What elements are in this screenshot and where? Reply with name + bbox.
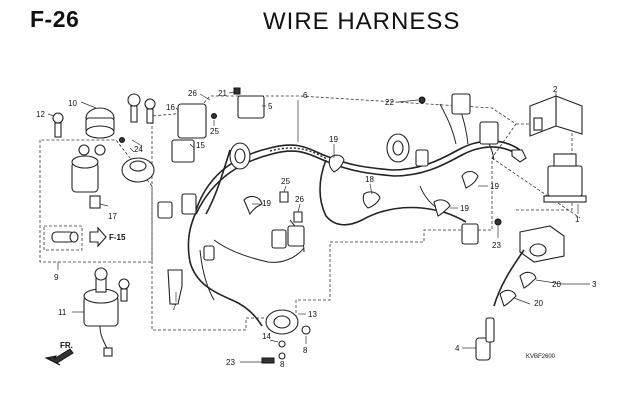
f15-referenced-part	[51, 231, 79, 243]
seat-lock-key-switch	[52, 93, 156, 139]
main-wire-harness	[187, 97, 521, 327]
front-direction-label: FR.	[60, 341, 73, 350]
callout-19-right: 19	[490, 182, 499, 191]
callout-19-left: 19	[262, 199, 271, 208]
callout-21: 21	[218, 89, 227, 98]
callout-13: 13	[308, 310, 317, 319]
switch-group-frame	[39, 139, 153, 263]
callout-16: 16	[166, 103, 175, 112]
regulator-rectifier	[543, 153, 587, 203]
starter-switch-assembly	[71, 137, 155, 209]
callout-24: 24	[134, 145, 143, 154]
ignition-coil	[493, 225, 565, 307]
relay-5	[237, 95, 265, 119]
harness-connectors	[157, 93, 527, 261]
callout-6: 6	[303, 91, 308, 100]
clamp-20-b	[499, 289, 517, 307]
drawing-code: KVBF2600	[526, 354, 556, 360]
callout-12: 12	[36, 110, 45, 119]
arrow-left-down-icon	[44, 348, 74, 366]
callout-5: 5	[268, 102, 273, 111]
callout-18: 18	[365, 175, 374, 184]
spark-plug-cap	[475, 317, 495, 361]
callout-3: 3	[592, 280, 597, 289]
bolt-21	[233, 87, 241, 95]
horn-assembly	[261, 309, 311, 364]
callout-7: 7	[172, 303, 177, 312]
f15-reference-label: F-15	[109, 233, 126, 242]
ignition-switch	[83, 267, 130, 357]
callout-19-lower: 19	[460, 204, 469, 213]
callout-22: 22	[385, 98, 394, 107]
callout-9: 9	[54, 273, 59, 282]
callout-1: 1	[575, 215, 580, 224]
callout-20-top: 20	[552, 280, 561, 289]
frame-link-line	[491, 157, 581, 219]
callout-4: 4	[455, 344, 460, 353]
callout-8-left: 8	[280, 360, 285, 369]
relay-16	[177, 103, 207, 139]
clamp-18	[362, 191, 381, 209]
callout-19-center: 19	[329, 135, 338, 144]
callout-25-mid: 25	[281, 177, 290, 186]
clamp-19-c	[461, 170, 479, 189]
callout-10: 10	[68, 99, 77, 108]
clamp-19-a	[243, 195, 263, 216]
callout-26-mid: 26	[295, 195, 304, 204]
cdi-unit	[529, 95, 583, 137]
bracket-7	[167, 269, 183, 305]
callout-14: 14	[262, 332, 271, 341]
callout-11: 11	[58, 308, 67, 317]
callout-25-top: 25	[210, 127, 219, 136]
figure-id: F-26	[30, 6, 80, 32]
leader-lines	[47, 91, 590, 363]
arrow-right-icon	[89, 226, 107, 248]
clamp-19-d	[433, 199, 451, 217]
callout-20-bottom: 20	[534, 299, 543, 308]
clamp-19-b	[328, 154, 345, 173]
callout-15: 15	[196, 141, 205, 150]
screw-25-top	[211, 113, 217, 119]
clip-25	[279, 191, 289, 203]
clip-26	[293, 211, 303, 223]
bolt-23-right	[494, 218, 502, 226]
callout-2: 2	[553, 85, 558, 94]
callout-23-left: 23	[226, 358, 235, 367]
relay-15	[171, 139, 195, 163]
f15-reference-box	[43, 225, 83, 251]
harness-group-frame	[151, 95, 517, 331]
callout-8-right: 8	[303, 346, 308, 355]
callout-23-right: 23	[492, 241, 501, 250]
bolt-22	[418, 96, 426, 104]
figure-title: WIRE HARNESS	[263, 8, 461, 35]
callout-26-top: 26	[188, 89, 197, 98]
callout-17: 17	[108, 212, 117, 221]
clamp-20-a	[519, 271, 537, 289]
